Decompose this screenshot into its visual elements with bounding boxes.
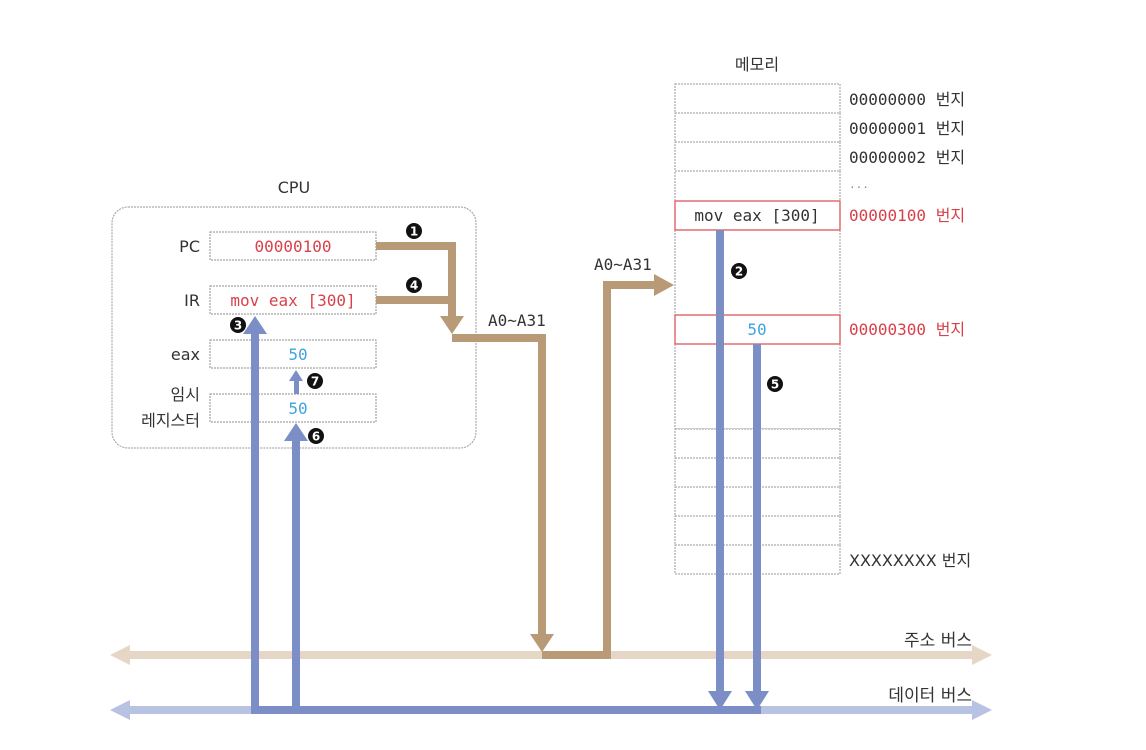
data-to-ir-arrowhead bbox=[243, 316, 267, 334]
register-eax-label: eax bbox=[171, 345, 200, 364]
cpu-title: CPU bbox=[278, 178, 311, 197]
step-6-icon bbox=[308, 428, 324, 444]
memory-address-segment bbox=[603, 281, 655, 289]
memory-cell-gap bbox=[674, 229, 841, 316]
step-badge-4: 4 bbox=[406, 277, 422, 293]
step-3-icon bbox=[230, 317, 246, 333]
memory-address: 00000002 번지 bbox=[849, 148, 965, 167]
step-badge-5: 5 bbox=[767, 376, 783, 392]
address-to-bus-segment bbox=[538, 334, 546, 638]
register-temp-label-line2: 레지스터 bbox=[141, 411, 200, 430]
memory-address-ellipsis: ... bbox=[849, 178, 869, 191]
svg-text:6: 6 bbox=[312, 430, 320, 444]
register-temp-value: 50 bbox=[288, 399, 307, 418]
data-to-ir-line bbox=[251, 332, 259, 714]
data-bus-right-arrow bbox=[972, 700, 992, 720]
register-temp-label-line1: 임시 bbox=[171, 385, 200, 404]
svg-text:2: 2 bbox=[735, 265, 743, 279]
memory-100-to-bus-arrowhead bbox=[708, 691, 732, 710]
address-bus-segment bbox=[542, 651, 611, 659]
step-4-icon bbox=[406, 277, 422, 293]
data-bus-label: 데이터 버스 bbox=[888, 686, 972, 706]
step-badge-2: 2 bbox=[731, 263, 747, 279]
ir-to-address-line bbox=[376, 296, 456, 304]
memory-100-to-bus-line bbox=[716, 230, 724, 692]
memory-cell-300-content: 50 bbox=[747, 320, 766, 339]
svg-text:4: 4 bbox=[410, 279, 418, 293]
memory-address-300: 00000300 번지 bbox=[849, 320, 965, 339]
register-ir: IR mov eax [300] bbox=[184, 285, 377, 315]
memory-address-100: 00000100 번지 bbox=[849, 206, 965, 225]
memory-cell-100-highlight bbox=[674, 200, 841, 231]
step-7-icon bbox=[307, 373, 323, 389]
data-bus-active-segment bbox=[251, 706, 761, 714]
register-temp: 임시 레지스터 50 bbox=[141, 385, 377, 430]
register-ir-label: IR bbox=[184, 291, 200, 310]
register-ir-value: mov eax [300] bbox=[230, 291, 355, 310]
register-eax: eax 50 bbox=[171, 339, 377, 369]
address-bus-right-arrow bbox=[972, 645, 992, 665]
memory-300-to-bus-arrowhead bbox=[745, 691, 769, 710]
data-to-temp-arrowhead bbox=[284, 423, 308, 441]
step-badge-1: 1 bbox=[406, 223, 422, 239]
register-eax-value: 50 bbox=[288, 345, 307, 364]
register-pc-label: PC bbox=[179, 237, 200, 256]
memory-address-last: XXXXXXXX 번지 bbox=[849, 551, 971, 570]
memory-cell bbox=[674, 83, 841, 114]
memory-title: 메모리 bbox=[735, 55, 779, 74]
address-bus-left-arrow bbox=[110, 645, 130, 665]
step-badge-3: 3 bbox=[230, 317, 246, 333]
step-2-icon bbox=[731, 263, 747, 279]
pc-to-address-line bbox=[376, 242, 456, 250]
register-pc: PC 00000100 bbox=[179, 231, 377, 261]
memory-cell bbox=[674, 112, 841, 143]
address-down-segment bbox=[448, 242, 456, 320]
svg-text:3: 3 bbox=[234, 319, 242, 333]
svg-text:5: 5 bbox=[771, 378, 779, 392]
memory-cell-100-content: mov eax [300] bbox=[694, 206, 819, 225]
register-pc-value: 00000100 bbox=[254, 237, 331, 256]
temp-to-eax-arrowhead bbox=[289, 370, 303, 381]
step-badge-6: 6 bbox=[308, 428, 324, 444]
address-horizontal-segment bbox=[452, 334, 546, 342]
memory-address: 00000000 번지 bbox=[849, 90, 965, 109]
data-bus-left-arrow bbox=[110, 700, 130, 720]
memory-cell bbox=[674, 141, 841, 172]
register-eax-box bbox=[209, 339, 377, 369]
data-path bbox=[243, 230, 769, 714]
register-pc-box bbox=[209, 231, 377, 261]
address-bus-label: 주소 버스 bbox=[904, 631, 972, 651]
address-lines-label-cpu: A0~A31 bbox=[488, 311, 546, 330]
memory-address: 00000001 번지 bbox=[849, 119, 965, 138]
temp-to-eax-line bbox=[294, 380, 299, 394]
data-to-temp-line bbox=[292, 440, 300, 714]
svg-text:1: 1 bbox=[410, 225, 418, 239]
address-path bbox=[376, 242, 674, 659]
svg-text:7: 7 bbox=[311, 375, 319, 389]
step-badge-7: 7 bbox=[307, 373, 323, 389]
address-down-arrowhead bbox=[440, 316, 464, 334]
address-to-bus-arrowhead bbox=[530, 634, 554, 652]
memory-cell bbox=[674, 170, 841, 202]
bus-to-memory-segment bbox=[603, 281, 611, 659]
memory-300-to-bus-line bbox=[753, 344, 761, 692]
address-lines-label-memory: A0~A31 bbox=[594, 255, 652, 274]
step-1-icon bbox=[406, 223, 422, 239]
register-temp-box bbox=[209, 393, 377, 423]
memory-address-arrowhead bbox=[654, 274, 674, 296]
step-5-icon bbox=[767, 376, 783, 392]
